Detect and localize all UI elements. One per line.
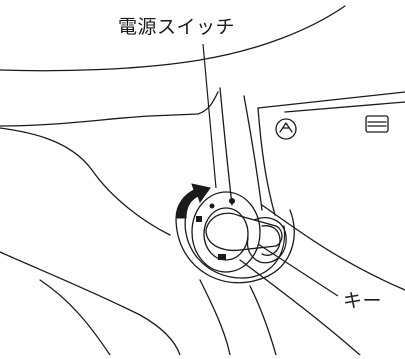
key-label: キー <box>343 290 383 312</box>
lamp-icon-circle <box>275 118 297 140</box>
switch-mark-start <box>229 198 235 204</box>
left-panel-curve <box>0 127 171 236</box>
switch-mark-acc <box>209 203 215 209</box>
steering-column-outline <box>0 5 346 72</box>
lamp-icon-mark <box>279 122 293 133</box>
key-head-inner <box>261 225 281 256</box>
indicator-icon <box>365 115 389 133</box>
ignition-face <box>191 191 261 273</box>
indicator-icon-lines <box>367 121 387 127</box>
left-panel-lower-edge <box>39 279 111 356</box>
left-panel-lower <box>0 251 181 356</box>
lower-body-line-1 <box>239 259 361 356</box>
power-switch-label: 電源スイッチ <box>118 16 236 38</box>
right-panel-edge <box>257 107 276 216</box>
column-edge-left <box>219 87 233 206</box>
lower-body-line-2 <box>199 279 231 356</box>
ignition-bezel-outer <box>175 209 295 284</box>
right-trim-panel <box>257 91 405 109</box>
rotation-arrow-icon <box>175 183 211 219</box>
ignition-bezel-ring <box>184 213 286 279</box>
column-edge-right <box>243 95 263 211</box>
steering-column-outline-inner <box>0 91 219 127</box>
lower-body-line-3 <box>249 285 277 356</box>
leader-line-power-switch <box>202 43 217 189</box>
leader-line-key <box>257 243 339 297</box>
right-panel-inner <box>284 101 405 113</box>
switch-mark-on <box>218 254 226 260</box>
key-body <box>205 212 283 252</box>
switch-mark-off <box>196 216 202 222</box>
